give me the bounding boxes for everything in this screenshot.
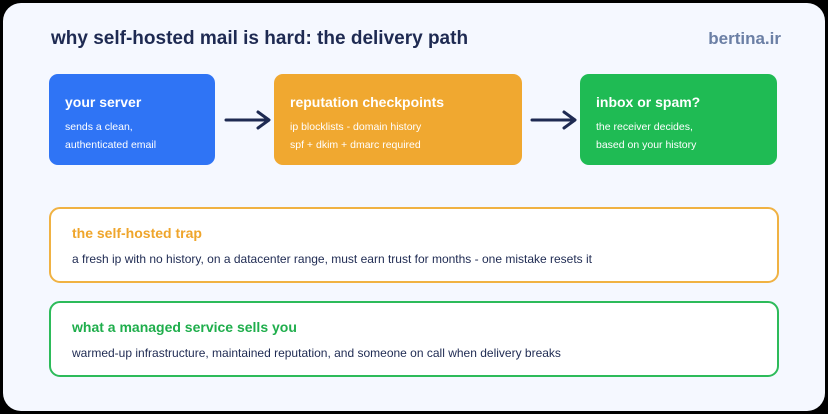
node-inbox-or-spam: inbox or spam? the receiver decides, bas… — [580, 74, 777, 165]
callout-title: the self-hosted trap — [72, 225, 202, 241]
arrow-right-icon — [224, 110, 271, 130]
node-title: your server — [65, 94, 142, 110]
node-title: inbox or spam? — [596, 94, 701, 110]
node-your-server: your server sends a clean, authenticated… — [49, 74, 215, 165]
diagram-canvas: why self-hosted mail is hard: the delive… — [3, 3, 825, 411]
diagram-title: why self-hosted mail is hard: the delive… — [51, 28, 469, 49]
node-title: reputation checkpoints — [290, 94, 445, 110]
node-text-line: spf + dkim + dmarc required — [290, 139, 421, 151]
callout-body: warmed-up infrastructure, maintained rep… — [72, 346, 561, 360]
node-reputation-checkpoints: reputation checkpoints ip blocklists - d… — [274, 74, 522, 165]
arrow-right-icon — [530, 110, 577, 130]
callout-self-hosted-trap: the self-hosted trap a fresh ip with no … — [49, 207, 779, 283]
node-text-line: sends a clean, — [65, 121, 133, 133]
node-text-line: based on your history — [596, 139, 697, 151]
node-text-line: authenticated email — [65, 139, 157, 151]
node-text-line: the receiver decides, — [596, 121, 693, 133]
brand-label: bertina.ir — [708, 29, 781, 48]
callout-title: what a managed service sells you — [72, 319, 297, 335]
callout-managed-service: what a managed service sells you warmed-… — [49, 301, 779, 377]
node-text-line: ip blocklists - domain history — [290, 121, 422, 133]
callout-body: a fresh ip with no history, on a datacen… — [72, 252, 593, 266]
